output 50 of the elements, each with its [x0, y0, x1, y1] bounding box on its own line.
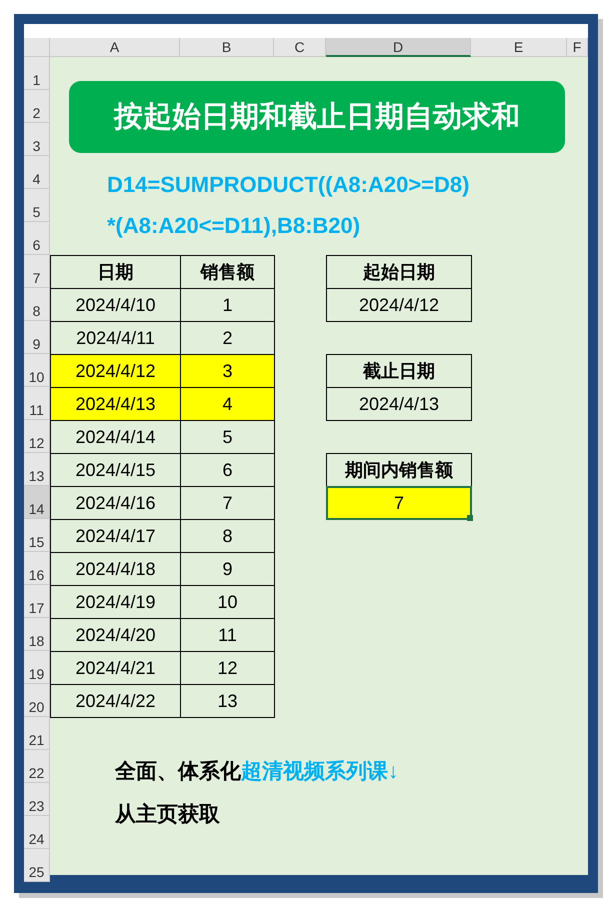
table-cell: 3 [180, 354, 275, 388]
promo-highlight: 超清视频系列课↓ [241, 760, 398, 783]
row-header: 2 [24, 90, 50, 123]
row-header: 18 [24, 618, 50, 651]
row-header: 20 [24, 684, 50, 717]
table-cell: 日期 [50, 255, 181, 289]
row-header: 9 [24, 321, 50, 354]
table-cell: 4 [180, 387, 275, 421]
row-header: 8 [24, 288, 50, 321]
row-header: 10 [24, 354, 50, 387]
table-cell: 2024/4/12 [50, 354, 181, 388]
row-header: 25 [24, 849, 50, 882]
row-header: 5 [24, 189, 50, 222]
column-header: D [326, 38, 471, 57]
promo-text: 全面、体系化 [115, 760, 241, 783]
formula-text: *(A8:A20<=D11),B8:B20) [107, 213, 362, 240]
table-cell: 2024/4/22 [50, 684, 181, 718]
row-header: 24 [24, 816, 50, 849]
row-header: 12 [24, 420, 50, 453]
table-cell: 起始日期 [326, 255, 472, 289]
column-header: B [180, 38, 274, 57]
table-cell: 2024/4/13 [326, 387, 472, 421]
row-header: 23 [24, 783, 50, 816]
column-header: A [50, 38, 180, 57]
formula-text: D14=SUMPRODUCT((A8:A20>=D8) [107, 172, 470, 199]
row-header: 7 [24, 255, 50, 288]
row-header: 16 [24, 552, 50, 585]
row-header: 3 [24, 123, 50, 156]
row-header: 11 [24, 387, 50, 420]
table-cell: 2024/4/13 [50, 387, 181, 421]
table-cell: 2024/4/12 [326, 288, 472, 322]
row-header: 17 [24, 585, 50, 618]
table-cell: 7 [326, 486, 472, 520]
row-header: 6 [24, 222, 50, 255]
table-cell: 销售额 [180, 255, 275, 289]
row-header: 1 [24, 57, 50, 90]
table-cell: 13 [180, 684, 275, 718]
column-header: E [471, 38, 567, 57]
table-cell: 截止日期 [326, 354, 472, 388]
row-header: 19 [24, 651, 50, 684]
title-banner: 按起始日期和截止日期自动求和 [69, 81, 565, 153]
row-header: 13 [24, 453, 50, 486]
row-header: 22 [24, 750, 50, 783]
row-header: 21 [24, 717, 50, 750]
row-header: 15 [24, 519, 50, 552]
column-header: F [567, 38, 588, 57]
promo-text: 从主页获取 [115, 802, 220, 828]
row-header: 14 [24, 486, 50, 519]
column-header: C [274, 38, 326, 57]
row-header: 4 [24, 156, 50, 189]
